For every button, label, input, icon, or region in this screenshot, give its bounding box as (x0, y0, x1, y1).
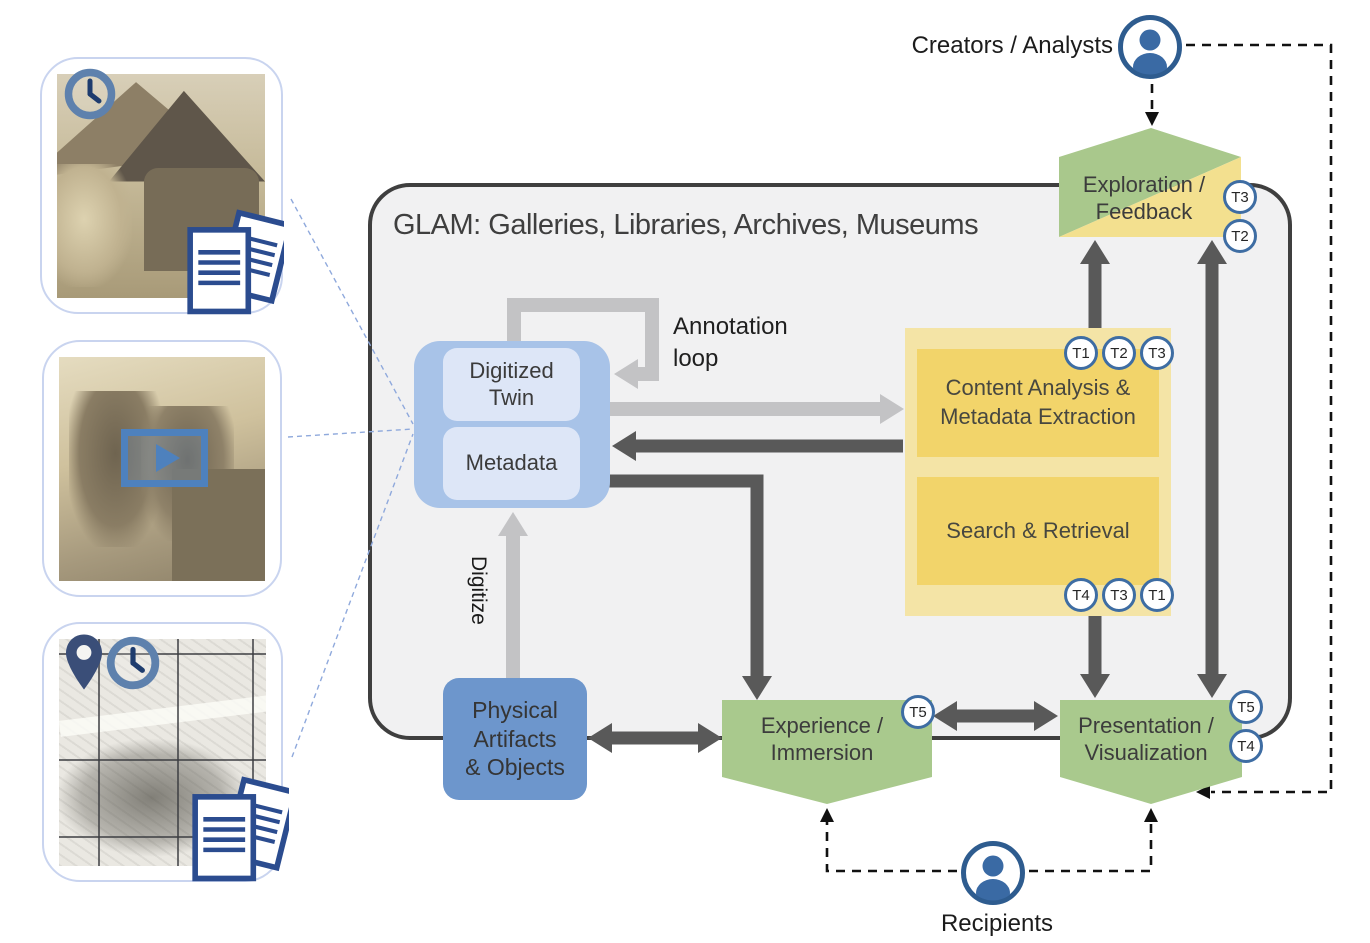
documents-icon (182, 209, 284, 317)
documents-icon (187, 776, 289, 884)
map-pin-icon (66, 634, 102, 690)
source-card-map (42, 622, 289, 882)
badge-t2: T2 (1223, 219, 1257, 253)
exploration-label: Exploration / Feedback (1082, 171, 1206, 225)
annotation-loop-label: Annotation loop (673, 313, 788, 373)
presentation-label: Presentation / Visualization (1078, 712, 1214, 766)
badge-t3: T3 (1140, 336, 1174, 370)
badge-t1: T1 (1140, 578, 1174, 612)
photo-shape (176, 639, 179, 866)
node-content-analysis: Content Analysis & Metadata Extraction (917, 349, 1159, 457)
badge-t5: T5 (901, 695, 935, 729)
photo-shape (98, 639, 101, 866)
glam-title: GLAM: Galleries, Libraries, Archives, Mu… (393, 209, 979, 241)
experience-label: Experience / Immersion (760, 712, 884, 766)
node-physical-artifacts: Physical Artifacts & Objects (443, 678, 587, 800)
badge-t2: T2 (1102, 336, 1136, 370)
clock-icon (106, 636, 160, 690)
node-exploration-feedback: Exploration / Feedback (1058, 126, 1242, 238)
recipients-label: Recipients (940, 910, 1054, 937)
photo-shape (59, 836, 266, 839)
badge-t5: T5 (1229, 690, 1263, 724)
badge-t4: T4 (1229, 729, 1263, 763)
person-icon (960, 840, 1026, 906)
badge-t4: T4 (1064, 578, 1098, 612)
node-search-retrieval: Search & Retrieval (917, 477, 1159, 585)
photo-shape (59, 759, 266, 762)
historic-photo-farm (57, 74, 265, 298)
play-triangle (155, 444, 180, 472)
person-icon (1117, 14, 1183, 80)
play-icon (121, 429, 208, 487)
badge-t3: T3 (1102, 578, 1136, 612)
node-metadata: Metadata (443, 427, 580, 500)
source-card-photo (40, 57, 284, 317)
exploration-shape (1059, 128, 1241, 237)
photo-shape (57, 163, 132, 287)
photo-shape (251, 639, 254, 866)
historic-photo-workers (59, 357, 265, 581)
photo-shape (59, 652, 266, 655)
digitize-label: Digitize (467, 556, 490, 625)
creators-label: Creators / Analysts (911, 32, 1113, 59)
node-digitized-twin: Digitized Twin (443, 348, 580, 421)
clock-icon (64, 68, 116, 120)
badge-t3: T3 (1223, 180, 1257, 214)
badge-t1: T1 (1064, 336, 1098, 370)
source-card-video (42, 340, 282, 597)
photo-shape (172, 469, 265, 581)
